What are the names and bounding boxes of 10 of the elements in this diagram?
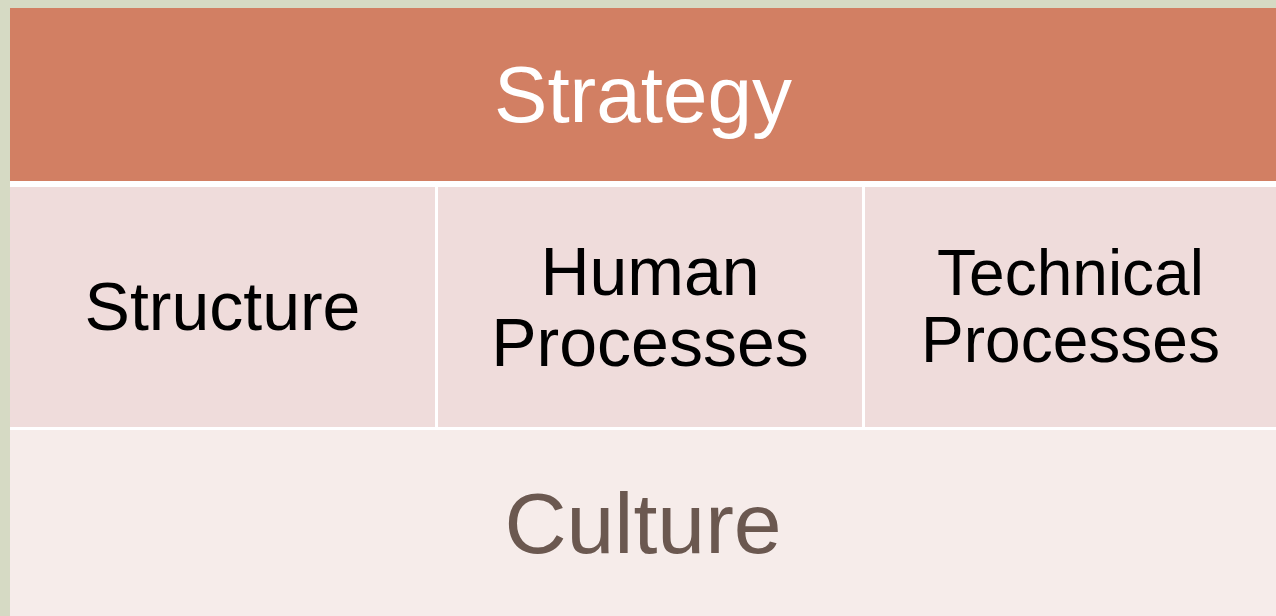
pillar-box xyxy=(438,187,862,427)
header-band xyxy=(10,8,1276,181)
pillar-box xyxy=(10,187,435,427)
node-label: Culture xyxy=(504,477,782,569)
base-band xyxy=(10,430,1276,616)
pillar-box xyxy=(865,187,1276,427)
node-label: Strategy xyxy=(494,52,792,137)
node-label: Human Processes xyxy=(490,235,810,379)
node-label: Structure xyxy=(84,271,361,343)
node-label: Technical Processes xyxy=(920,239,1221,375)
